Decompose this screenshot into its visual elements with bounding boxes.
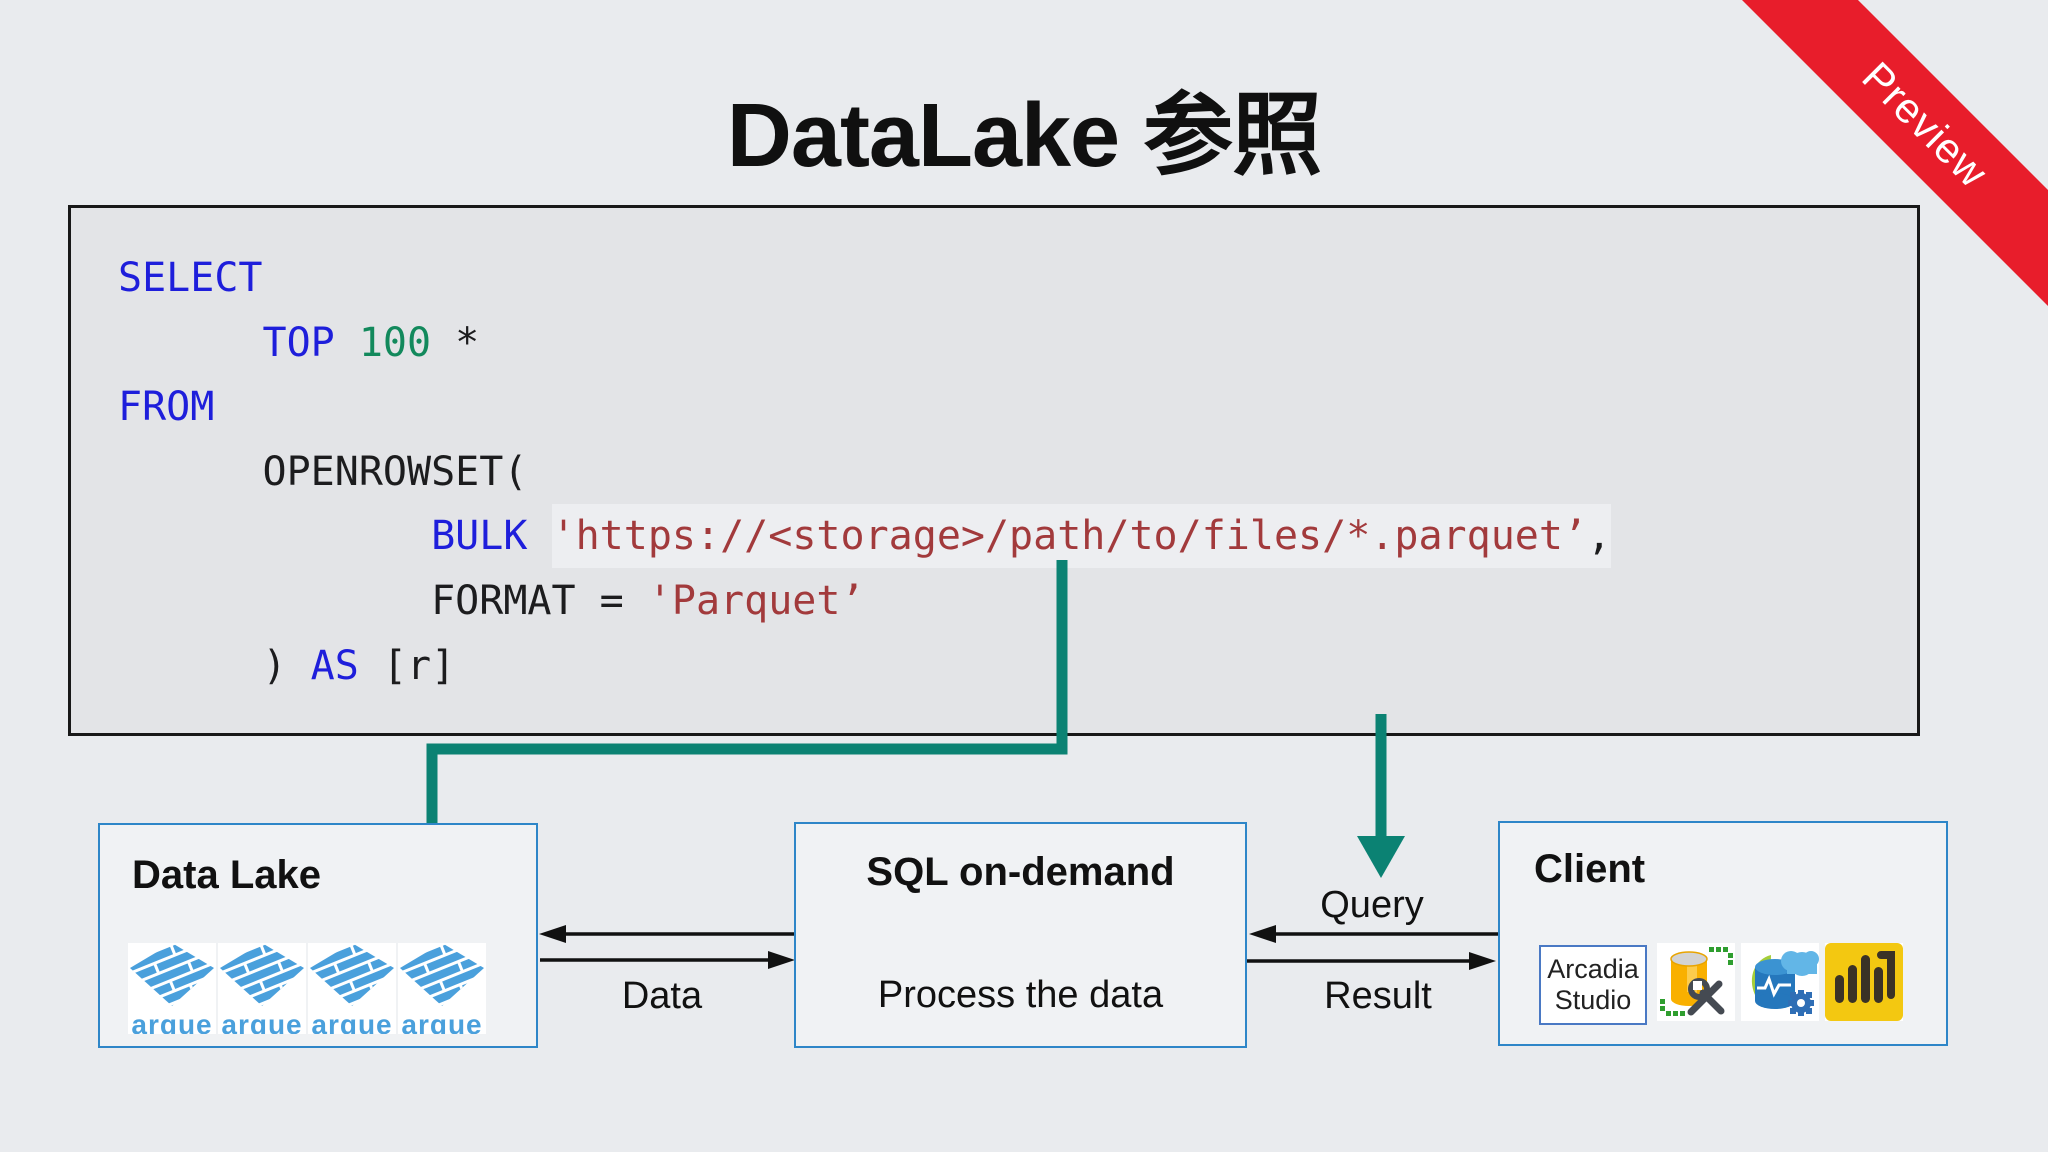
code-line: BULK 'https://<storage>/path/to/files/*.… <box>118 504 1917 569</box>
code-line: TOP 100 * <box>262 319 480 366</box>
parquet-label: arque <box>401 1009 483 1034</box>
parquet-file-icon: arque <box>128 943 216 1034</box>
code-to-query-arrow <box>1357 714 1405 878</box>
arcadia-studio-line1: Arcadia <box>1547 954 1639 984</box>
datalake-box: Data Lake <box>98 823 538 1048</box>
sql-management-studio-icon <box>1657 943 1735 1021</box>
sql-client-arrows <box>1247 925 1498 970</box>
code-line: FROM <box>118 384 215 431</box>
client-box: Client Arcadia Studio <box>1498 821 1948 1046</box>
client-tool-icons <box>1657 943 1903 1021</box>
parquet-file-icon: arque <box>218 943 306 1034</box>
sql-code: SELECT TOP 100 * FROM OPENROWSET( BULK 'h… <box>118 246 1917 698</box>
code-line: ) AS [r] <box>118 642 456 689</box>
parquet-label: arque <box>131 1009 213 1034</box>
result-flow-label: Result <box>1324 975 1432 1017</box>
parquet-tiles: arque <box>128 943 486 1034</box>
sql-code-block: SELECT TOP 100 * FROM OPENROWSET( BULK 'h… <box>68 205 1920 736</box>
arcadia-studio-line2: Studio <box>1554 985 1632 1015</box>
code-line: SELECT <box>118 255 263 301</box>
power-bi-icon <box>1825 943 1903 1021</box>
data-studio-icon <box>1741 943 1819 1021</box>
arcadia-studio-badge: Arcadia Studio <box>1539 945 1647 1025</box>
code-line: OPENROWSET( <box>118 448 528 495</box>
parquet-label: arque <box>221 1009 303 1034</box>
query-flow-label: Query <box>1320 884 1424 926</box>
datalake-title: Data Lake <box>132 853 321 897</box>
parquet-label: arque <box>311 1009 393 1034</box>
sql-on-demand-subtitle: Process the data <box>877 974 1164 1016</box>
parquet-file-icon: arque <box>308 943 396 1034</box>
code-line: FORMAT = 'Parquet’ <box>118 577 865 624</box>
sql-on-demand-title: SQL on-demand <box>866 850 1175 894</box>
parquet-file-icon: arque <box>398 943 486 1034</box>
page-title: DataLake 参照 <box>726 86 1322 186</box>
datalake-sql-arrows <box>539 925 795 969</box>
data-flow-label: Data <box>621 975 703 1017</box>
client-title: Client <box>1534 847 1646 891</box>
sql-on-demand-box: SQL on-demand Process the data <box>794 822 1247 1048</box>
